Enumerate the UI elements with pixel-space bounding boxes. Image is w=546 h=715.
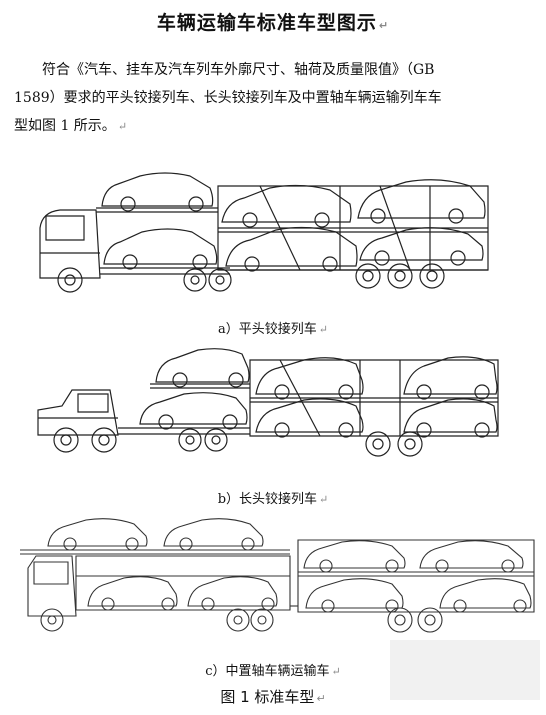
caption-b: b）长头铰接列车↵	[217, 492, 329, 507]
caption-c: c）中置轴车辆运输车↵	[205, 664, 341, 679]
cab	[40, 210, 100, 278]
document-title: 车辆运输车标准车型图示↵	[156, 12, 390, 34]
paragraph-line-2: 1589）要求的平头铰接列车、长头铰接列车及中置轴车辆运输列车车	[14, 90, 442, 106]
blur-overlay	[390, 640, 540, 700]
figure-a-flat-head-articulated-train	[0, 168, 546, 298]
cab	[38, 390, 118, 435]
paragraph-line-1: 符合《汽车、挂车及汽车列车外廓尺寸、轴荷及质量限值》（GB	[42, 62, 435, 78]
figure-b-long-head-articulated-train	[0, 340, 546, 470]
paragraph-line-3: 型如图 1 所示。↵	[14, 118, 128, 134]
caption-a: a）平头铰接列车↵	[218, 322, 328, 337]
figure-c-center-axle-transporter	[0, 516, 546, 644]
cab	[28, 556, 76, 616]
figure-title: 图 1 标准车型↵	[220, 688, 326, 706]
